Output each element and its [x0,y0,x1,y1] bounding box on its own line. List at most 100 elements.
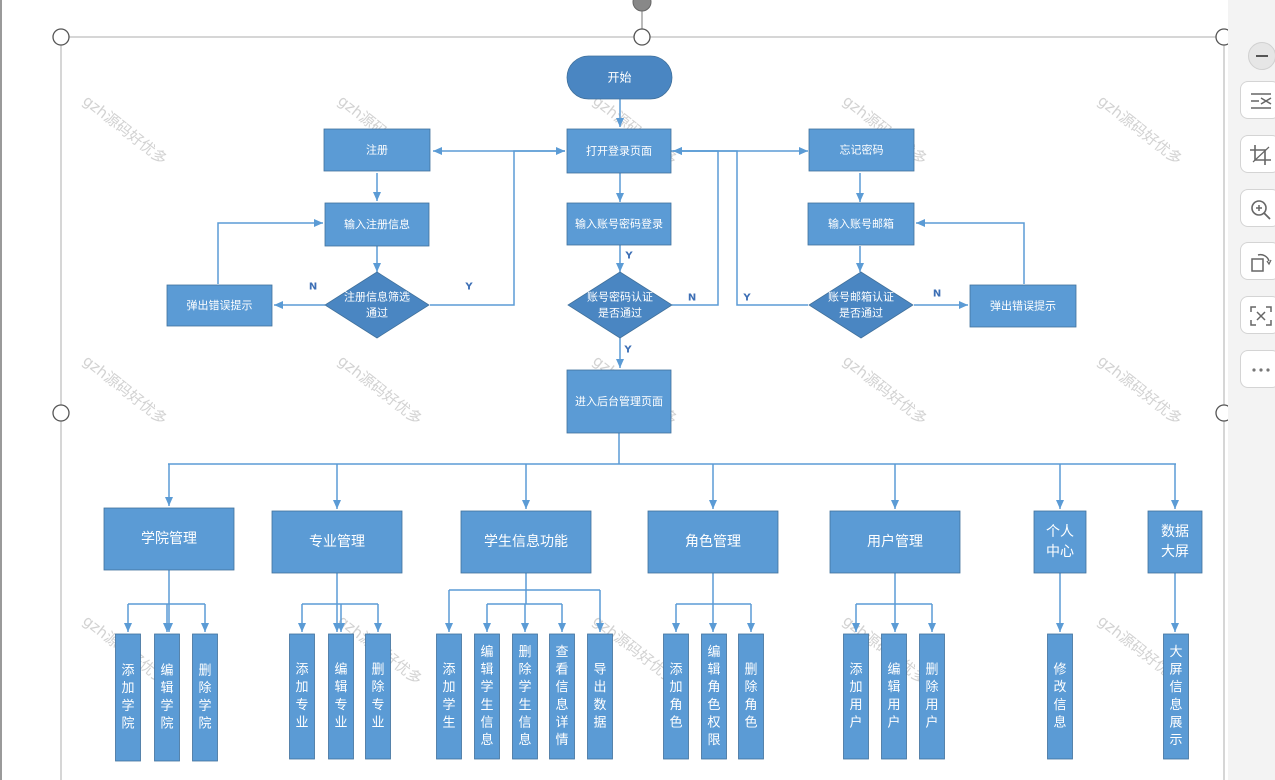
rotate-handle-icon[interactable] [632,0,652,12]
module-3-child-0[interactable]: 添加角色 [663,633,689,760]
edge-label-email-no: N [933,289,941,300]
module-node-4[interactable]: 用户管理 [829,510,961,574]
module-1-child-1-label: 编辑专业 [334,663,347,731]
open-login-page-node-label: 打开登录页面 [586,144,652,158]
module-6-child-0-shape [1163,633,1189,760]
connector [217,219,323,284]
module-3-child-0-shape [663,633,689,760]
connector [672,147,719,306]
module-3-child-2[interactable]: 删除角色 [738,633,764,760]
module-3-child-1[interactable]: 编辑角色权限 [701,633,727,760]
input-login-node[interactable]: 输入账号密码登录 [566,202,672,246]
module-0-child-2-label: 删除学院 [198,664,211,732]
module-5-child-0[interactable]: 修改信息 [1047,633,1073,760]
module-0-child-1[interactable]: 编辑学院 [154,633,180,762]
module-1-child-2-shape [365,633,391,760]
module-1-child-0[interactable]: 添加专业 [289,633,315,760]
module-0-child-0-shape [115,633,141,762]
module-2-child-4[interactable]: 导出数据 [587,633,613,760]
module-0-child-2[interactable]: 删除学院 [192,633,218,762]
module-node-1-shape [271,510,403,574]
zoom-in-button[interactable] [1240,189,1275,227]
edge-label-login-yes: Y [623,345,632,356]
module-3-child-1-label: 编辑角色权限 [707,645,720,748]
module-1-child-2[interactable]: 删除专业 [365,633,391,760]
module-4-child-1[interactable]: 编辑用户 [881,633,907,760]
watermark-text: gzh源码好优多 [1094,92,1185,169]
module-0-child-1-label: 编辑学院 [160,664,173,732]
register-node-label: 注册 [366,143,388,157]
watermark-text: gzh源码好优多 [334,352,425,429]
crop-button[interactable] [1240,135,1275,173]
admin-page-node[interactable]: 进入后台管理页面 [566,369,672,434]
module-2-child-1-label: 编辑学生信息 [480,645,493,748]
module-0-child-2-shape [192,633,218,762]
start-node-shape [566,55,673,100]
input-login-node-label: 输入账号密码登录 [575,217,663,231]
start-node[interactable]: 开始 [566,55,673,100]
module-node-5-label: 中心 [1046,544,1074,560]
input-email-node-label: 输入账号邮箱 [828,217,894,231]
edge-label-login-no: N [688,293,696,304]
forgot-password-node[interactable]: 忘记密码 [808,128,915,172]
input-login-node-shape [566,202,672,246]
module-1-child-1-shape [328,633,354,760]
error-prompt-right-node[interactable]: 弹出错误提示 [969,284,1077,328]
module-3-child-2-label: 删除角色 [744,663,757,731]
module-node-0[interactable]: 学院管理 [103,507,235,571]
register-node[interactable]: 注册 [323,128,431,172]
module-node-0-shape [103,507,235,571]
expand-button[interactable] [1240,296,1275,334]
open-login-page-node[interactable]: 打开登录页面 [566,128,672,174]
error-prompt-left-node-label: 弹出错误提示 [187,298,253,312]
module-4-child-0[interactable]: 添加用户 [843,633,869,760]
edge-label-reg-yes: Y [464,282,473,293]
module-node-3-shape [647,510,779,574]
module-node-5-shape [1033,510,1087,574]
email-check-decision-label: 是否通过 [839,306,883,319]
module-node-2-label: 学生信息功能 [484,533,568,550]
module-node-1[interactable]: 专业管理 [271,510,403,574]
error-prompt-left-node[interactable]: 弹出错误提示 [166,284,273,327]
login-check-decision-label: 是否通过 [598,306,642,319]
module-node-5-label: 个人 [1046,524,1074,540]
email-check-decision-label: 账号邮箱认证 [828,290,894,304]
connector [673,147,808,306]
module-2-child-0-shape [436,633,462,760]
module-2-child-1[interactable]: 编辑学生信息 [474,633,500,760]
module-node-3[interactable]: 角色管理 [647,510,779,574]
minimize-button[interactable] [1248,42,1275,70]
module-2-child-0[interactable]: 添加学生 [436,633,462,760]
module-2-child-2[interactable]: 删除学生信息 [512,633,538,760]
module-2-child-3[interactable]: 查看信息详情 [549,633,575,760]
module-2-child-1-shape [474,633,500,760]
module-2-child-0-label: 添加学生 [442,663,455,731]
input-email-node-shape [807,202,915,246]
resize-handle-w[interactable] [52,404,70,422]
edge-label-reg-no: N [309,282,317,293]
wrap-text-button[interactable] [1240,81,1275,119]
input-register-info-node[interactable]: 输入注册信息 [324,202,430,247]
rotate-button[interactable] [1240,242,1275,280]
resize-handle-n[interactable] [633,28,651,46]
module-0-child-0[interactable]: 添加学院 [115,633,141,762]
module-1-child-1[interactable]: 编辑专业 [328,633,354,760]
input-email-node[interactable]: 输入账号邮箱 [807,202,915,246]
open-login-page-node-shape [566,128,672,174]
module-4-child-1-shape [881,633,907,760]
module-node-2[interactable]: 学生信息功能 [460,510,592,574]
edge-label-email-yes: Y [742,293,751,304]
forgot-password-node-shape [808,128,915,172]
module-4-child-2[interactable]: 删除用户 [919,633,945,760]
module-6-child-0[interactable]: 大屏信息展示 [1163,633,1189,760]
email-check-decision-shape [808,271,914,339]
more-button[interactable] [1240,350,1275,388]
resize-handle-nw[interactable] [52,28,70,46]
